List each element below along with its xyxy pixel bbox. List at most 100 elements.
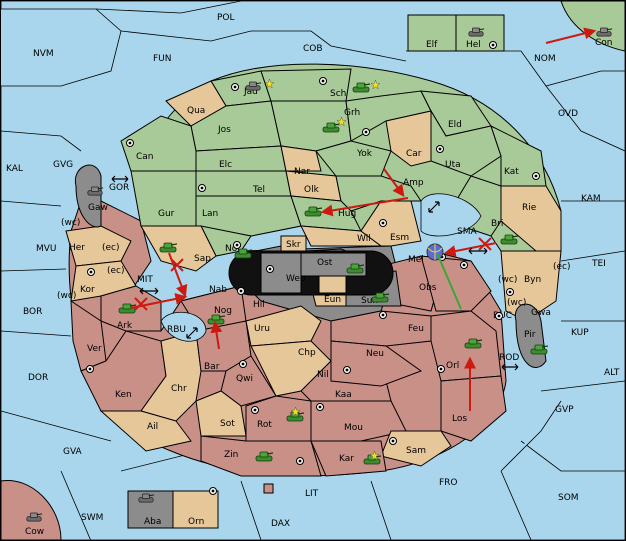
land-label-kaa: Kaa bbox=[335, 390, 352, 400]
land-label-jos: Jos bbox=[217, 125, 231, 135]
land-label-ec1: (ec) bbox=[102, 243, 120, 253]
land-label-obs: Obs bbox=[419, 283, 437, 293]
supply-center-icon bbox=[237, 287, 245, 295]
land-label-eld: Eld bbox=[448, 120, 462, 130]
land-label-neu: Neu bbox=[366, 349, 384, 359]
land-label-cow: Cow bbox=[25, 527, 44, 537]
sea-label-fun: FUN bbox=[153, 54, 172, 64]
double-arrow-icon bbox=[468, 247, 488, 255]
land-label-esm: Esm bbox=[390, 233, 409, 243]
sea-label-kam: KAM bbox=[581, 194, 601, 204]
land-label-kat: Kat bbox=[504, 167, 519, 177]
land-label-jad: Jad bbox=[243, 87, 258, 97]
sea-label-layer: POL NVM FUN COB NOM OVD KAL GVG GOR KAM … bbox=[6, 13, 620, 529]
supply-center-icon bbox=[231, 83, 239, 91]
land-label-qua: Qua bbox=[187, 106, 205, 116]
sea-label-nvm: NVM bbox=[33, 49, 54, 59]
sea-label-tei: TEI bbox=[591, 259, 606, 269]
sea-label-lit: LIT bbox=[305, 489, 319, 499]
cut-order-mark bbox=[170, 258, 184, 272]
sea-label-bor: BOR bbox=[23, 307, 42, 317]
land-label-sot: Sot bbox=[220, 419, 235, 429]
sea-label-ovd: OVD bbox=[558, 109, 578, 119]
land-label-bri: Bri bbox=[491, 219, 503, 229]
supply-center-icon bbox=[316, 403, 324, 411]
south-provinces bbox=[65, 225, 507, 477]
land-label-gur: Gur bbox=[158, 209, 175, 219]
land-label-kor: Kor bbox=[80, 285, 95, 295]
land-label-pir: Pir bbox=[524, 330, 536, 340]
sea-label-gva: GVA bbox=[63, 447, 83, 457]
land-label-wil: Wil bbox=[357, 234, 371, 244]
cut-order-mark bbox=[134, 297, 148, 311]
land-label-mou: Mou bbox=[344, 423, 363, 433]
supply-center-icon bbox=[379, 219, 387, 227]
land-label-uru: Uru bbox=[254, 324, 270, 334]
sea-label-dax: DAX bbox=[271, 519, 290, 529]
land-label-aba: Aba bbox=[144, 517, 161, 527]
sea-label-sma: SMA bbox=[457, 227, 477, 237]
land-label-ail: Ail bbox=[147, 422, 158, 432]
supply-center-icon bbox=[343, 366, 351, 374]
sea-label-rod: ROD bbox=[499, 353, 519, 363]
land-label-ec2: (ec) bbox=[107, 266, 125, 276]
sea-label-gvg: GVG bbox=[53, 160, 73, 170]
supply-center-icon bbox=[233, 241, 241, 249]
supply-center-icon bbox=[126, 139, 134, 147]
land-label-los: Los bbox=[452, 414, 467, 424]
land-label-can: Can bbox=[136, 152, 154, 162]
land-label-chr: Chr bbox=[171, 384, 187, 394]
sea-label-gor: GOR bbox=[109, 183, 129, 193]
land-label-wc1: (wc) bbox=[61, 218, 80, 228]
land-label-gwa: Gwa bbox=[531, 308, 551, 318]
land-label-skr: Skr bbox=[286, 240, 301, 250]
land-label-web: Web bbox=[286, 274, 306, 284]
land-label-hug: Hug bbox=[338, 209, 356, 219]
cut-order-mark bbox=[478, 237, 492, 251]
land-label-sap: Sap bbox=[194, 254, 211, 264]
land-label-car: Car bbox=[406, 149, 422, 159]
land-label-sun: Sun bbox=[361, 296, 378, 306]
double-arrow-icon bbox=[428, 201, 440, 213]
supply-centers bbox=[86, 41, 540, 495]
land-label-her: Her bbox=[69, 243, 85, 253]
sea-label-alt: ALT bbox=[604, 368, 620, 378]
land-label-feu: Feu bbox=[408, 324, 424, 334]
sea-label-dor: DOR bbox=[28, 373, 48, 383]
land-label-ver: Ver bbox=[87, 344, 102, 354]
land-label-chp: Chp bbox=[298, 348, 316, 358]
land-label-ken: Ken bbox=[115, 390, 132, 400]
land-label-byn: Byn bbox=[524, 275, 541, 285]
land-label-orn: Orn bbox=[188, 517, 204, 527]
land-label-uta: Uta bbox=[445, 160, 461, 170]
land-label-gaw: Gaw bbox=[88, 203, 108, 213]
sea-label-pol: POL bbox=[217, 13, 235, 23]
sea-label-som: SOM bbox=[558, 493, 579, 503]
orders bbox=[130, 27, 597, 411]
supply-center-icon bbox=[319, 77, 327, 85]
supply-center-icon bbox=[436, 145, 444, 153]
green-provinces bbox=[120, 68, 562, 272]
supply-center-icon bbox=[489, 41, 497, 49]
land-label-hil: Hil bbox=[253, 300, 265, 310]
land-label-nog: Nog bbox=[214, 306, 232, 316]
land-label-grh: Grh bbox=[344, 108, 360, 118]
land-label-nor: Nor bbox=[225, 244, 241, 254]
sea-label-fro: FRO bbox=[439, 478, 458, 488]
sea-label-cob: COB bbox=[303, 44, 323, 54]
move-order-arrow bbox=[320, 197, 409, 217]
land-label-nil: Nil bbox=[317, 370, 329, 380]
land-label-con: Con bbox=[595, 38, 613, 48]
supply-center-icon bbox=[460, 261, 468, 269]
sea-label-mvu: MVU bbox=[36, 244, 57, 254]
land-label-zin: Zin bbox=[224, 450, 238, 460]
grey-islands bbox=[228, 235, 394, 296]
supply-center-icon bbox=[87, 268, 95, 276]
sea-label-rbu: RBU bbox=[167, 325, 186, 335]
land-label-orl: Orl bbox=[446, 361, 459, 371]
supply-center-icon bbox=[86, 365, 94, 373]
supply-center-icon bbox=[266, 265, 274, 273]
supply-center-icon bbox=[437, 365, 445, 373]
